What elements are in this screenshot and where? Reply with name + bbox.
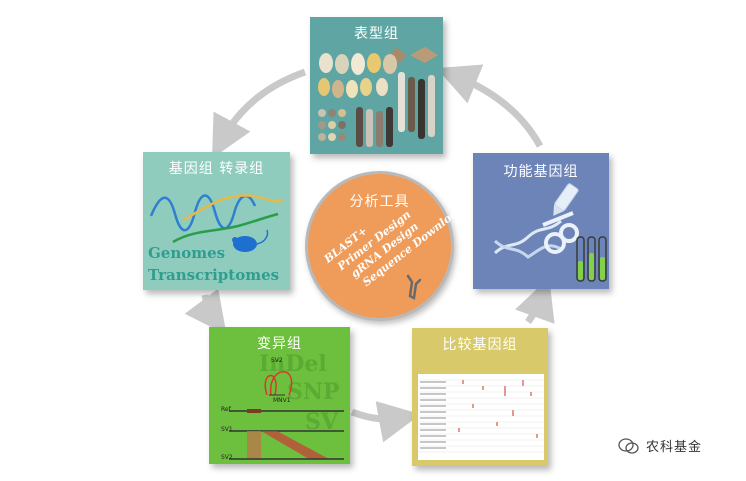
sv2-label: SV2 [221, 454, 233, 461]
wechat-watermark: 农科基金 [618, 436, 702, 455]
genome-transcriptome-title: 基因组 转录组 [168, 161, 265, 177]
cocoon-row [319, 53, 397, 75]
arrow-comparative-to-function [515, 277, 555, 325]
phenotype-title: 表型组 [354, 26, 399, 42]
analysis-tools-circle: 分析工具 BLAST+ Primer Design gRNA Design Se… [305, 171, 476, 321]
moth-icon [390, 47, 438, 63]
variation-title: 变异组 [257, 336, 302, 352]
larvae [356, 72, 435, 147]
arrow-genome-to-variation [184, 288, 227, 335]
snp-word: SNP [287, 379, 340, 405]
variation-box: 变异组 InDel SNP SV SV2 MNV1 Ref SV1 SV2 [209, 327, 350, 464]
mnv1-label: MNV1 [273, 397, 291, 404]
sv1-label: SV1 [221, 426, 233, 433]
silkworm-collage-illustration [318, 47, 438, 147]
functional-genomics-box: 功能基因组 [473, 153, 609, 289]
transcriptomes-word: Transcriptomes [148, 266, 280, 284]
indel-word: InDel [259, 351, 327, 377]
comparative-genomics-title: 比较基因组 [442, 337, 518, 353]
sequence-waves-illustration [149, 194, 284, 252]
analysis-tools-title: 分析工具 [349, 194, 410, 210]
genome-transcriptome-box: 基因组 转录组 Genomes Transcriptomes [143, 152, 290, 290]
microtube-icon [553, 183, 579, 216]
alignment-table-illustration [418, 374, 544, 460]
dna-scissors-icon [493, 211, 579, 259]
comparative-genomics-box: 比较基因组 [412, 328, 548, 466]
test-tubes-icon [576, 236, 607, 282]
mouse-icon [232, 229, 269, 252]
wechat-icon [618, 437, 639, 454]
structural-variant-illustration [229, 371, 344, 460]
eggs [318, 109, 346, 141]
arrow-function-to-phenotype [436, 64, 544, 148]
genomes-word: Genomes [148, 244, 226, 262]
gene-editing-illustration [493, 183, 607, 282]
arrow-variation-to-comparative [350, 401, 421, 443]
wrench-icon [406, 274, 422, 300]
watermark-label: 农科基金 [646, 440, 703, 455]
functional-genomics-title: 功能基因组 [503, 164, 579, 180]
phenotype-box: 表型组 [310, 17, 443, 154]
arrow-phenotype-to-genome [211, 68, 307, 159]
cocoon-row-2 [318, 78, 388, 98]
ref-label: Ref [221, 406, 231, 413]
sv2-loop-label: SV2 [271, 357, 283, 364]
